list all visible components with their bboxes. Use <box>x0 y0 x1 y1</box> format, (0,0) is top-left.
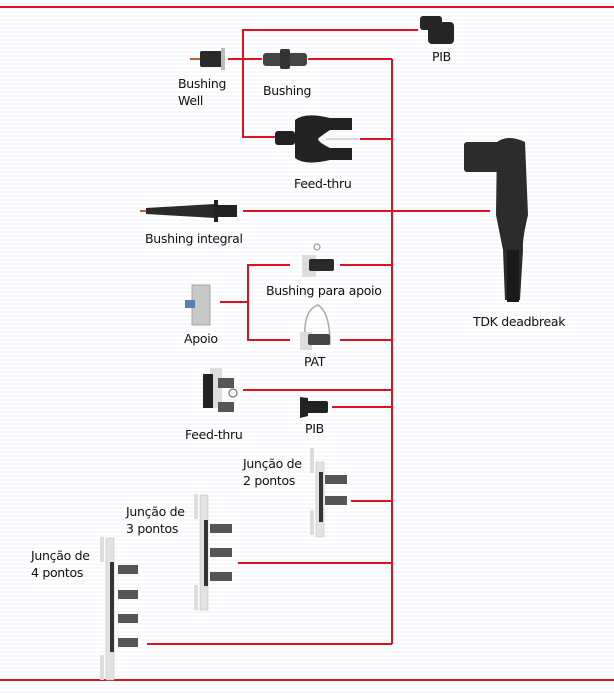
label-juncao-2: Junção de 2 pontos <box>243 455 302 489</box>
label-feed-thru-top: Feed-thru <box>294 176 352 191</box>
label-juncao-3-line1: Junção de <box>126 504 185 519</box>
apoio-branch-line <box>247 264 290 341</box>
label-juncao-4: Junção de 4 pontos <box>31 547 90 581</box>
label-bushing-para-apoio: Bushing para apoio <box>266 283 382 298</box>
label-feed-thru-bottom: Feed-thru <box>185 427 243 442</box>
juncao-2-image <box>310 448 347 538</box>
bushing-para-apoio-image <box>302 243 334 277</box>
pib-top-image <box>420 16 454 44</box>
label-pib-bottom: PIB <box>305 421 324 436</box>
label-bushing: Bushing <box>263 83 312 98</box>
juncao-4-image <box>100 537 138 681</box>
label-juncao-4-line2: 4 pontos <box>31 565 84 580</box>
label-bushing-well: Bushing Well <box>178 75 226 109</box>
apoio-image <box>185 284 211 326</box>
feed-thru-bottom-image <box>203 368 238 412</box>
pib-bottom-image <box>300 397 328 418</box>
label-pib-top: PIB <box>432 49 451 64</box>
label-juncao-4-line1: Junção de <box>31 548 90 563</box>
label-juncao-3: Junção de 3 pontos <box>126 503 185 537</box>
bushing-well-image <box>190 48 225 70</box>
label-bushing-well-line2: Well <box>178 93 204 108</box>
pib-feedthru-loop-line <box>242 29 418 138</box>
label-tdk-deadbreak: TDK deadbreak <box>473 314 566 329</box>
feed-thru-top-image <box>275 115 358 163</box>
pat-image <box>300 304 331 350</box>
label-pat: PAT <box>304 354 326 369</box>
juncao-3-image <box>194 494 232 611</box>
label-apoio: Apoio <box>184 331 218 346</box>
tdk-deadbreak-image <box>464 138 528 302</box>
label-juncao-2-line2: 2 pontos <box>243 473 296 488</box>
bushing-integral-image <box>140 200 237 222</box>
bushing-image <box>263 49 307 69</box>
label-juncao-2-line1: Junção de <box>243 456 302 471</box>
label-bushing-integral: Bushing integral <box>145 231 243 246</box>
label-juncao-3-line2: 3 pontos <box>126 521 179 536</box>
label-bushing-well-line1: Bushing <box>178 76 227 91</box>
